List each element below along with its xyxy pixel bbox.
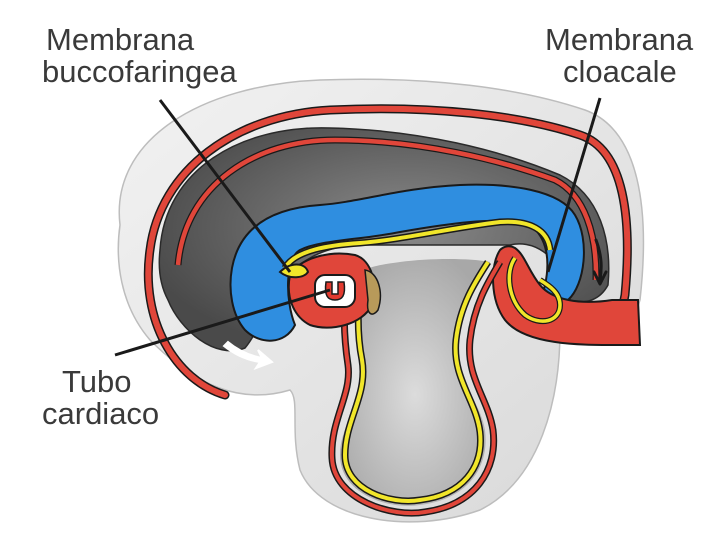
neural-tube xyxy=(229,183,585,342)
heart-tube xyxy=(314,274,356,308)
label-tubo-line1: Tubo xyxy=(62,364,132,399)
ectoderm-fill xyxy=(145,105,631,398)
endoderm-fill xyxy=(283,219,552,503)
pointer-line-tubo xyxy=(114,288,331,357)
pointer-line-cloacale xyxy=(546,97,602,273)
yolk-sac xyxy=(340,259,490,506)
label-bucco-line1: Membrana xyxy=(46,22,195,57)
label-cloac-line2: cloacale xyxy=(563,54,677,89)
cardiac-mesenchyme xyxy=(364,269,382,315)
label-bucco-line2: buccofaringea xyxy=(42,54,237,89)
label-tubo-cardiaco: Tubo cardiaco xyxy=(42,364,159,430)
label-tubo-line2: cardiaco xyxy=(42,396,160,431)
cloacal-endoderm-fill xyxy=(507,256,562,323)
label-membrana-buccofaringea: Membrana buccofaringea xyxy=(42,22,237,88)
fold-arrow-left-icon xyxy=(222,340,274,371)
pointer-line-buccofaringea xyxy=(158,99,292,273)
label-cloac-line1: Membrana xyxy=(545,22,694,57)
yolk-sac-lining-fill xyxy=(329,260,502,515)
fold-arrow-right-icon xyxy=(592,238,608,286)
label-membrana-cloacale: Membrana cloacale xyxy=(545,24,693,88)
